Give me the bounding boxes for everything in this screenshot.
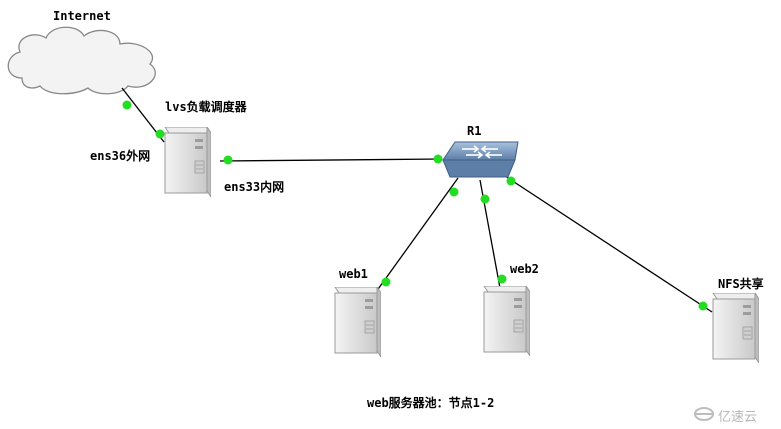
port-dot (223, 155, 233, 165)
server-icon (483, 286, 530, 356)
cloud-icon (7, 26, 156, 95)
server-pool-label: web服务器池：节点1-2 (367, 396, 495, 410)
yisu-logo-icon (694, 407, 714, 421)
web2-label: web2 (510, 262, 539, 276)
internet-label: Internet (53, 9, 111, 23)
port-dot (506, 176, 516, 186)
port-dot (497, 274, 507, 284)
port-dot (433, 154, 443, 164)
web1-label: web1 (339, 267, 368, 281)
switch-icon (442, 141, 519, 178)
port-dot (381, 277, 391, 287)
port-dot (449, 187, 459, 197)
port-markers (122, 100, 708, 311)
ens33-label: ens33内网 (224, 180, 285, 194)
link-lvs-r1 (219, 158, 443, 162)
ens36-label: ens36外网 (90, 149, 151, 163)
server-icon (164, 127, 211, 197)
link-r1-nfs (504, 175, 713, 313)
r1-label: R1 (467, 124, 482, 138)
network-links (121, 87, 713, 313)
port-dot (155, 129, 165, 139)
link-r1-web1 (375, 177, 459, 293)
watermark-text: 亿速云 (718, 410, 758, 425)
server-icon (712, 293, 759, 363)
nfs-label: NFS共享 (718, 277, 764, 291)
port-dot (122, 100, 132, 110)
lvs-scheduler-label: lvs负载调度器 (165, 100, 247, 114)
port-dot (480, 194, 490, 204)
server-icon (334, 287, 381, 357)
port-dot (698, 301, 708, 311)
